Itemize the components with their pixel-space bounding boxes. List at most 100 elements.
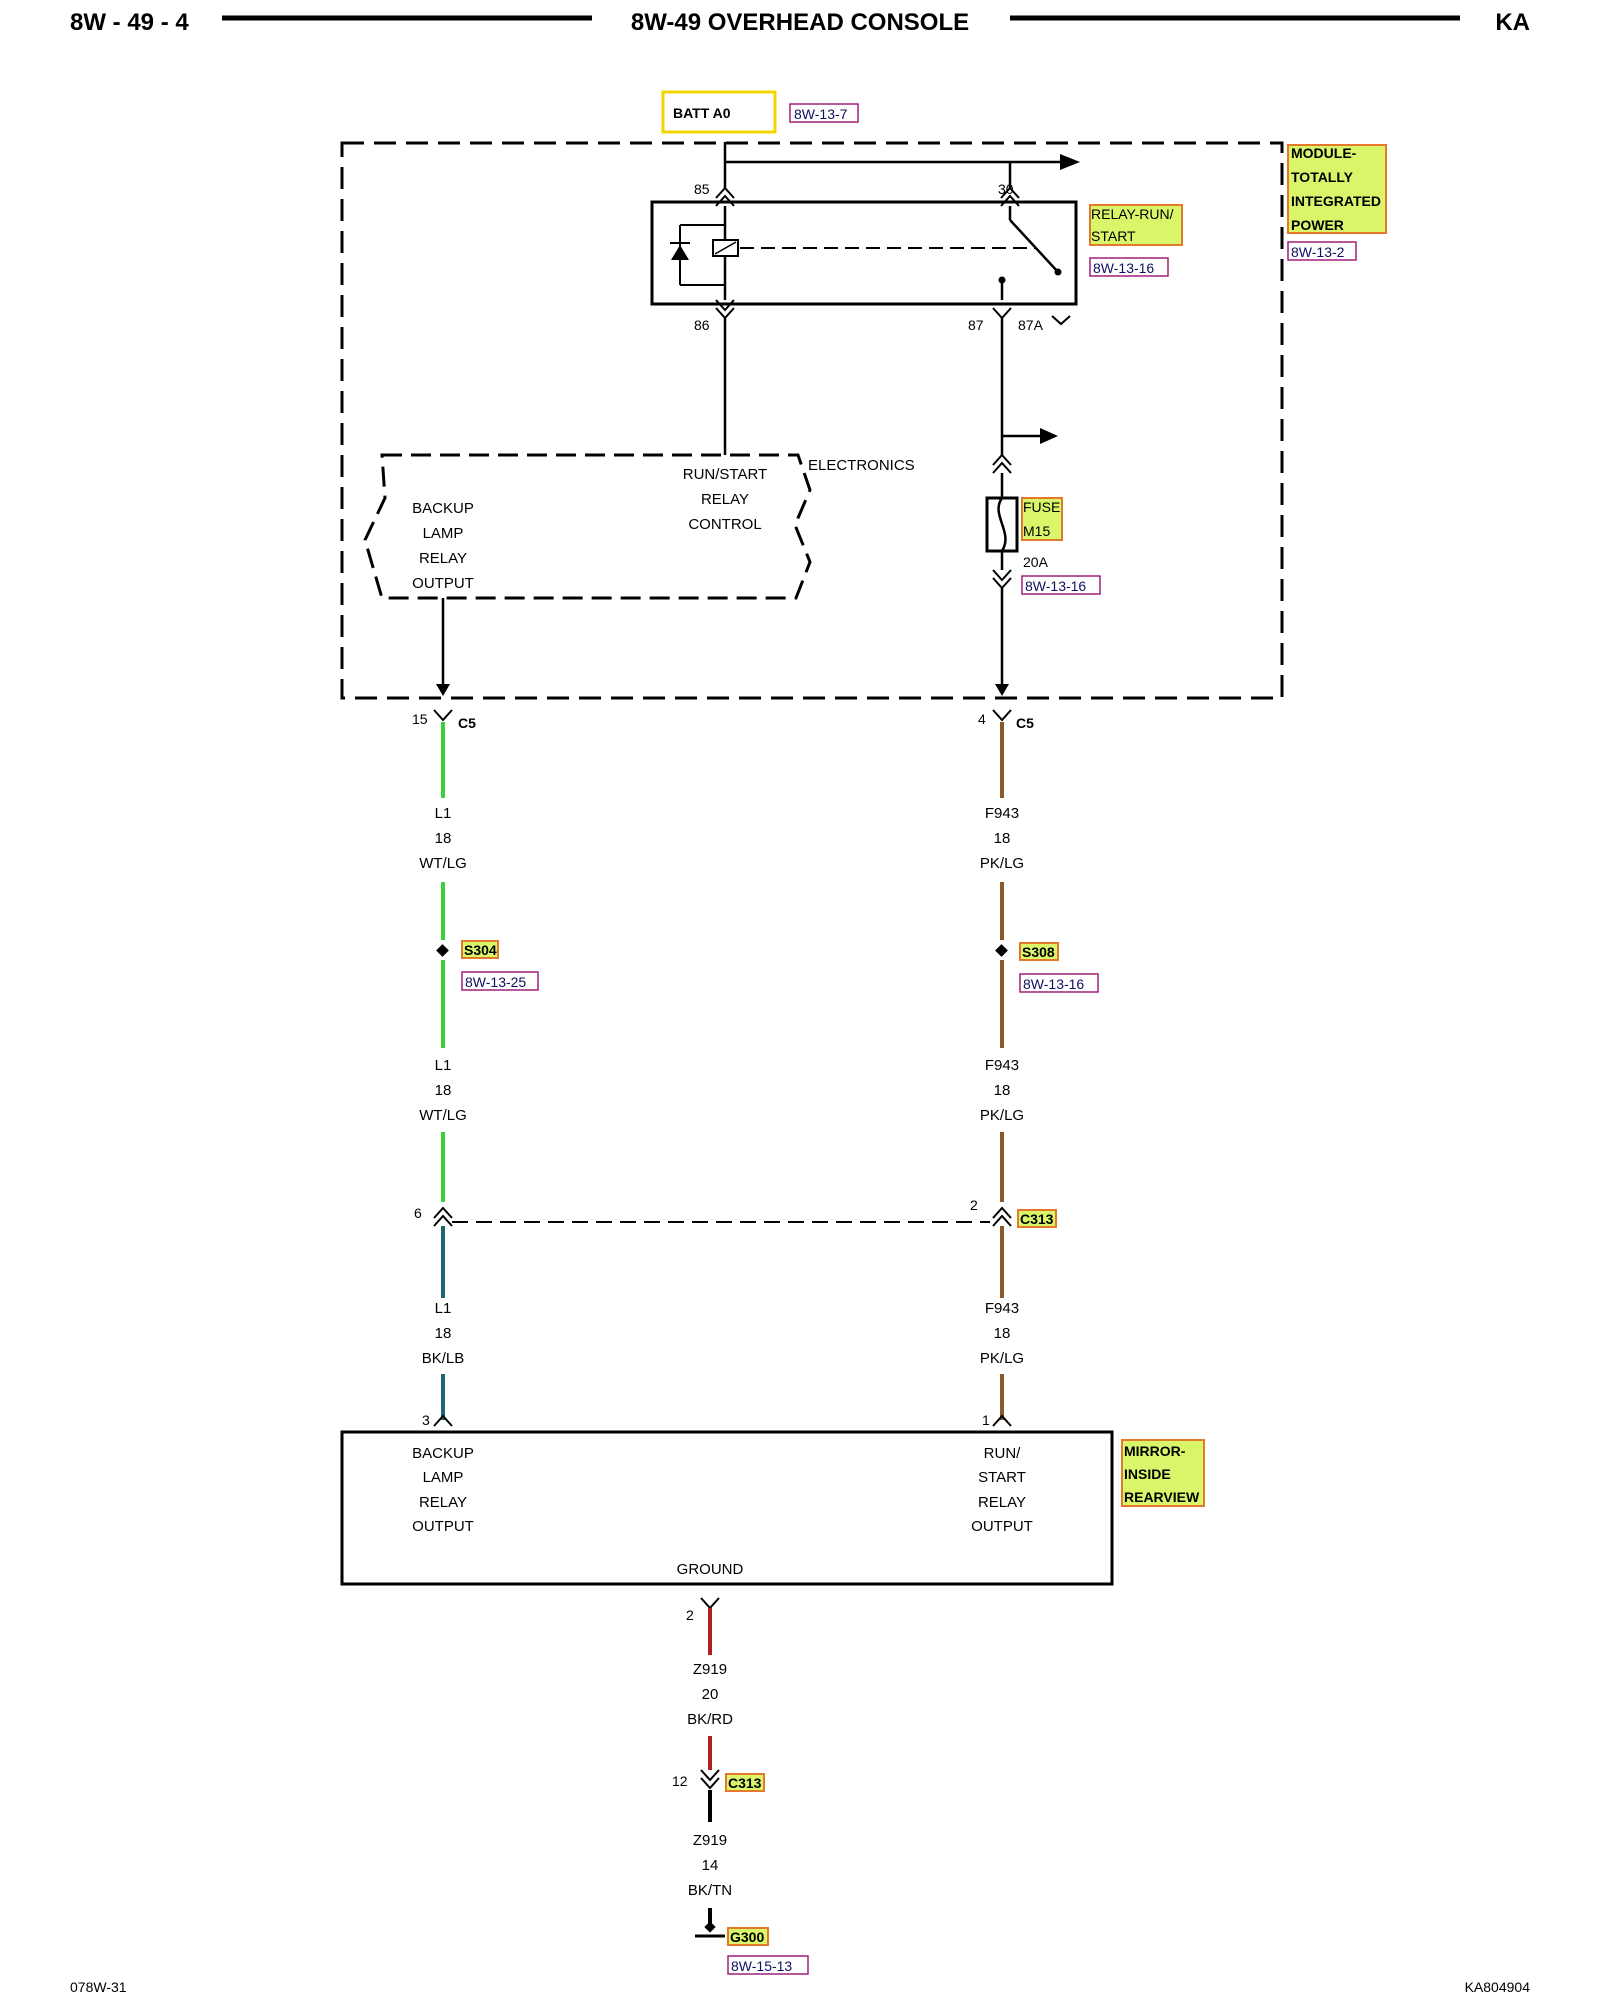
c313-left-pin: 6 (414, 1205, 422, 1221)
relay-name-1: RELAY-RUN/ (1091, 206, 1174, 222)
right2-circuit: F943 (985, 1057, 1019, 1074)
ground1-circuit: Z919 (693, 1661, 727, 1678)
module-tipm-boundary (340, 141, 1284, 700)
fuse-bottom-connector (992, 569, 1012, 590)
page-title: 8W-49 OVERHEAD CONSOLE (631, 9, 969, 36)
fuse-ref-box[interactable] (1021, 575, 1101, 595)
mirror-pin-right: 1 (982, 1412, 990, 1428)
relay-switch-blade (1009, 219, 1059, 273)
relay-ref[interactable]: 8W-13-16 (1093, 260, 1154, 276)
s308-ref[interactable]: 8W-13-16 (1023, 976, 1084, 992)
pin-30-connector (1000, 186, 1020, 207)
batt-ref[interactable]: 8W-13-7 (794, 106, 848, 122)
relay-pin-85: 85 (694, 181, 710, 197)
g300-ref[interactable]: 8W-15-13 (731, 1958, 792, 1974)
right2-gauge: 18 (994, 1082, 1011, 1099)
mirror-name-3: REARVIEW (1124, 1489, 1200, 1505)
relay-pin-87: 87 (968, 317, 984, 333)
g300-ref-box[interactable] (727, 1955, 809, 1975)
c5-left-label: C5 (458, 715, 476, 731)
c313-right-connector (992, 1206, 1012, 1227)
left3-gauge: 18 (435, 1325, 452, 1342)
mirror-right-4: OUTPUT (971, 1518, 1033, 1535)
model-code: KA (1495, 9, 1530, 36)
diode-symbol (671, 245, 689, 260)
right3-circuit: F943 (985, 1300, 1019, 1317)
splice-s308-dot (995, 944, 1008, 957)
ground-g300: G300 (730, 1929, 764, 1945)
footer-right: KA804904 (1465, 1979, 1531, 1995)
relay-run-start (650, 200, 1078, 306)
mirror-ground-label: GROUND (677, 1561, 744, 1578)
pin-85-connector (715, 186, 735, 207)
mirror-left-4: OUTPUT (412, 1518, 474, 1535)
mirror-name-1: MIRROR- (1124, 1443, 1186, 1459)
left1-gauge: 18 (435, 830, 452, 847)
ground-eyelet (704, 1921, 716, 1933)
left3-circuit: L1 (435, 1300, 452, 1317)
module-ref-box[interactable] (1287, 241, 1357, 261)
pin-87a-connector (1051, 315, 1071, 326)
footer-left: 078W-31 (70, 1979, 127, 1995)
right1-gauge: 18 (994, 830, 1011, 847)
c313-ground-connector (700, 1769, 720, 1790)
c5-right-label: C5 (1016, 715, 1034, 731)
right3-gauge: 18 (994, 1325, 1011, 1342)
ground2-circuit: Z919 (693, 1832, 727, 1849)
contact-87a (1054, 268, 1062, 276)
relay-name-highlight (1089, 204, 1183, 246)
relay-pin-86: 86 (694, 317, 710, 333)
ground1-gauge: 20 (702, 1686, 719, 1703)
c313-highlight (1017, 1209, 1057, 1228)
mirror-pin-ground: 2 (686, 1607, 694, 1623)
mirror-left-2: LAMP (423, 1469, 464, 1486)
fuse-name-1: FUSE (1023, 499, 1060, 515)
c5-left-connector (433, 709, 453, 722)
s304-highlight (461, 940, 499, 959)
mirror-left-3: RELAY (419, 1494, 467, 1511)
ground2-color: BK/TN (688, 1882, 732, 1899)
splice-s308: S308 (1022, 944, 1055, 960)
module-name-2: TOTALLY (1291, 169, 1354, 185)
elec-right-2: RELAY (701, 491, 749, 508)
right1-color: PK/LG (980, 855, 1024, 872)
fuse-rating: 20A (1023, 554, 1049, 570)
c313-ground-label: C313 (728, 1775, 762, 1791)
fuse-output-arrow (995, 684, 1009, 696)
s304-ref[interactable]: 8W-13-25 (465, 974, 526, 990)
s308-ref-box[interactable] (1019, 973, 1099, 993)
left1-color: WT/LG (419, 855, 467, 872)
c313-left-connector (433, 1206, 453, 1227)
elec-left-1: BACKUP (412, 500, 474, 517)
module-ref[interactable]: 8W-13-2 (1291, 244, 1345, 260)
mirror-inside-rearview (340, 1430, 1114, 1586)
right2-color: PK/LG (980, 1107, 1024, 1124)
mirror-left-1: BACKUP (412, 1445, 474, 1462)
mirror-pin3-connector (433, 1414, 453, 1427)
right1-circuit: F943 (985, 805, 1019, 822)
c5-right-pin: 4 (978, 711, 986, 727)
elec-left-4: OUTPUT (412, 575, 474, 592)
mirror-pin-left: 3 (422, 1412, 430, 1428)
left1-circuit: L1 (435, 805, 452, 822)
relay-name-2: START (1091, 228, 1136, 244)
s304-ref-box[interactable] (461, 971, 539, 991)
ground2-gauge: 14 (702, 1857, 719, 1874)
left3-color: BK/LB (422, 1350, 465, 1367)
batt-label: BATT A0 (673, 105, 731, 121)
pin-87-connector (992, 307, 1012, 320)
left2-gauge: 18 (435, 1082, 452, 1099)
mirror-pin1-connector (992, 1414, 1012, 1427)
c5-right-connector (992, 709, 1012, 722)
electronics-label: ELECTRONICS (808, 457, 915, 474)
batt-ref-box[interactable] (789, 103, 859, 123)
mirror-right-2: START (978, 1469, 1026, 1486)
fuse-ref[interactable]: 8W-13-16 (1025, 578, 1086, 594)
left2-circuit: L1 (435, 1057, 452, 1074)
mirror-right-1: RUN/ (984, 1445, 1021, 1462)
branch-arrow (1040, 428, 1058, 444)
c313-label: C313 (1020, 1211, 1054, 1227)
relay-ref-box[interactable] (1089, 257, 1169, 277)
fuse-top-connector (992, 453, 1012, 474)
